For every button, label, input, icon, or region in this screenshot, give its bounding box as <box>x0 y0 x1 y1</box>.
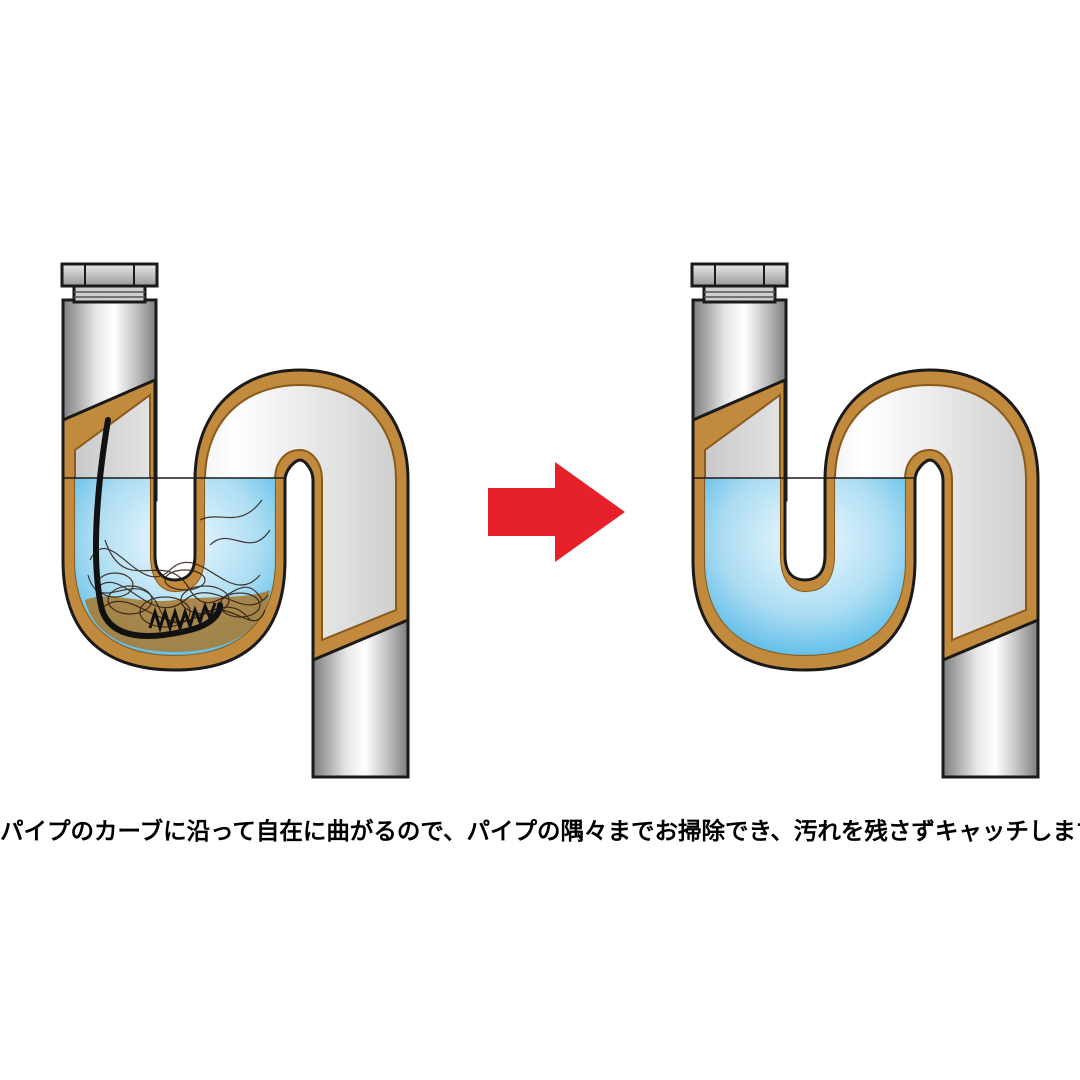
right-arrow-icon <box>488 462 625 562</box>
water-after <box>705 478 905 655</box>
cleaning-brush-tool <box>92 417 223 639</box>
caption-text: パイプのカーブに沿って自在に曲がるので、パイプの隅々までお掃除でき、汚れを残さず… <box>0 817 1080 845</box>
pipe-before-panel <box>60 262 410 779</box>
pipe-nut <box>60 262 159 304</box>
pipe-after-panel <box>690 262 1040 779</box>
pipe-nut <box>690 262 789 304</box>
